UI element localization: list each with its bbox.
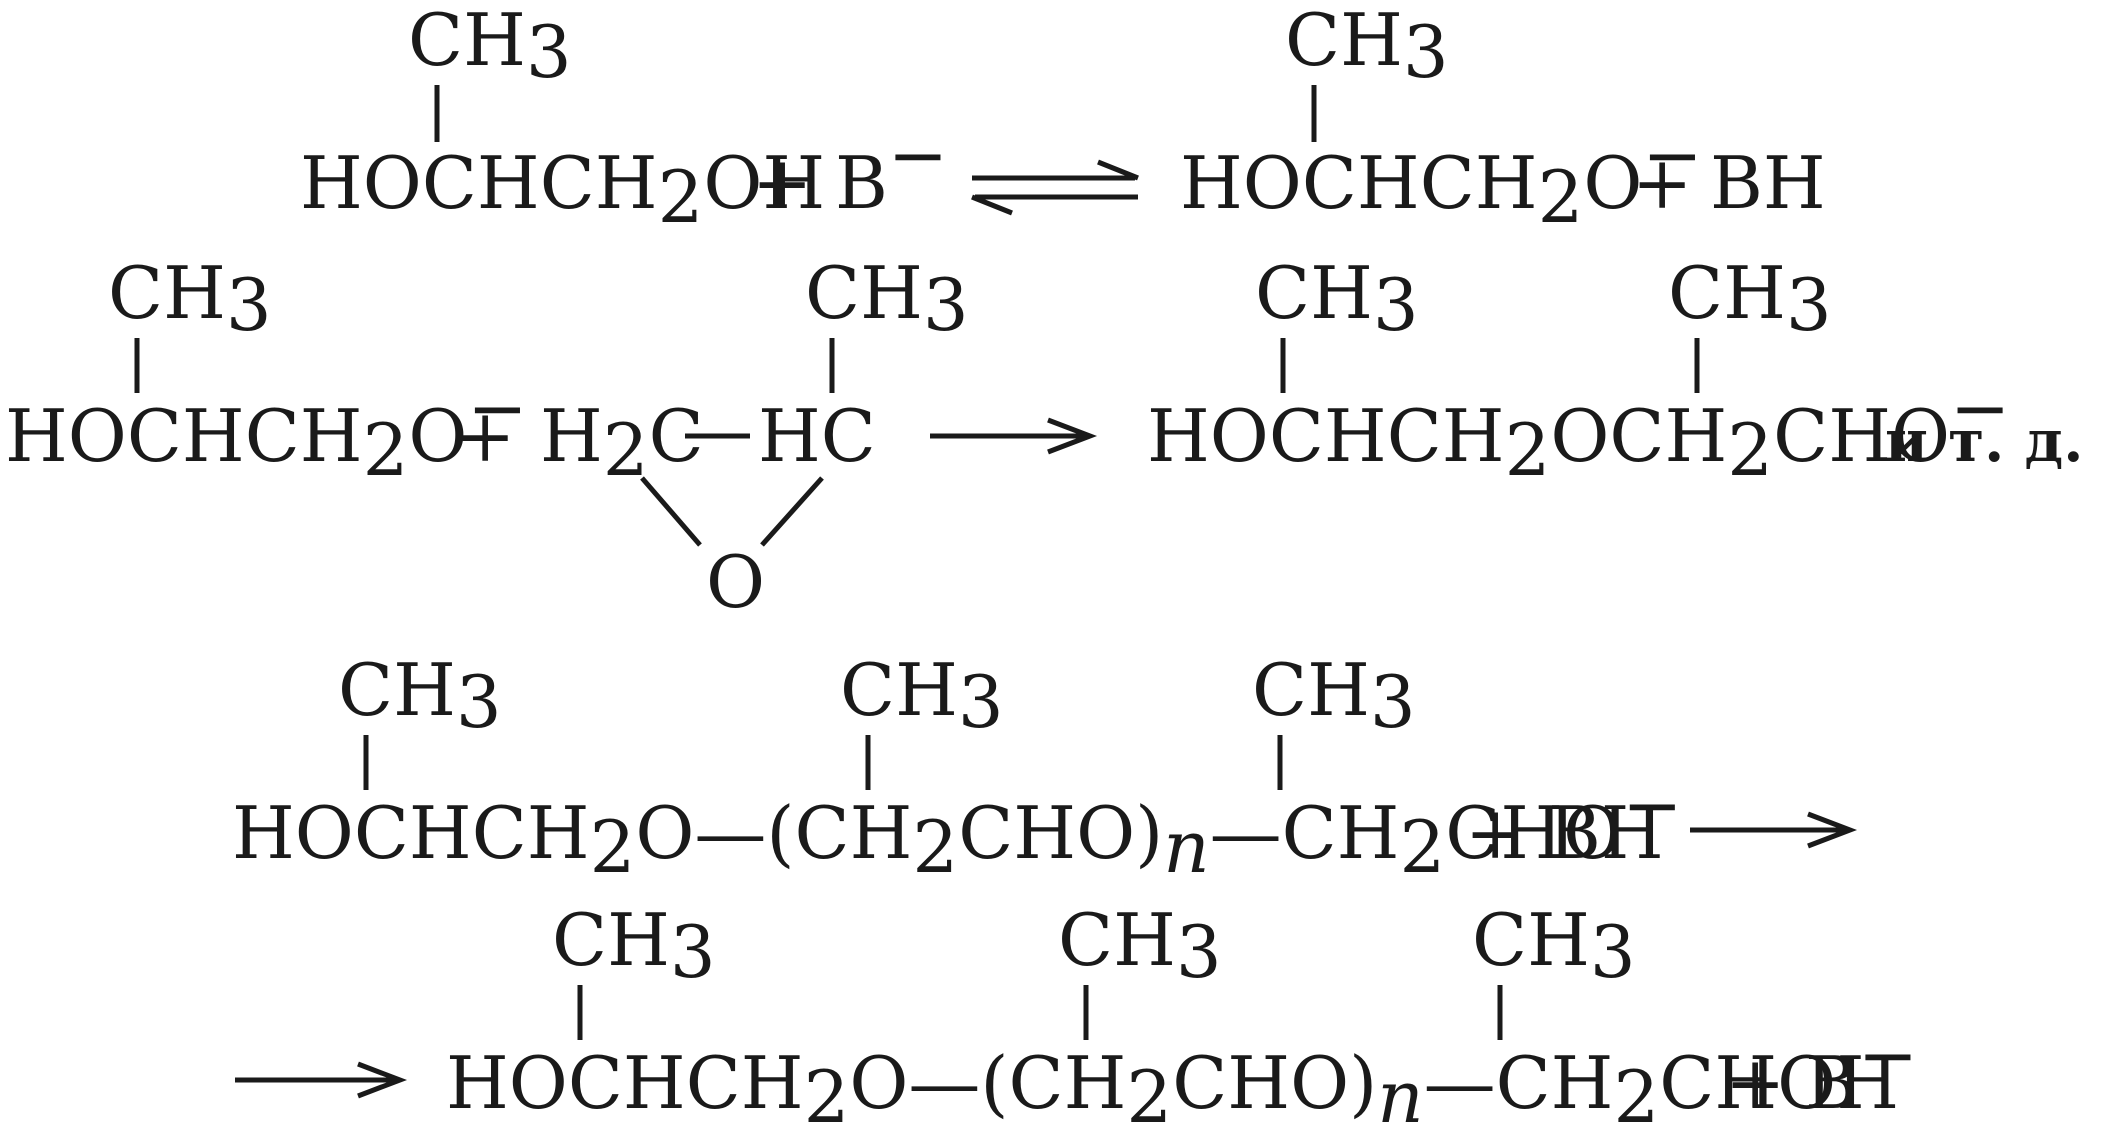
methyl-branch-label: CH3 (1058, 898, 1222, 994)
plus-sign: + (1725, 1041, 1785, 1125)
equilibrium-arrow (971, 159, 1139, 216)
epoxide-oxygen: O (706, 540, 765, 624)
reaction-1: CH3 HOCHCH2OH + B− CH3 HOCHCH2O− + BH (300, 0, 1826, 239)
formula-text: HOCHCH2OH (300, 141, 825, 239)
methyl-branch-label: CH3 (840, 648, 1004, 744)
formula-text: HOCHCH2O—(CH2CHO)n—CH2CHOH (446, 1041, 1899, 1131)
formula-text: HOCHCH2O− (1180, 113, 1703, 239)
reaction-2: CH3 HOCHCH2O− + H2C HC CH3 O CH3 CH3 HOC… (5, 251, 2083, 624)
byproduct-label: BH (1710, 141, 1826, 225)
formula-text: HOCHCH2O− (5, 366, 528, 492)
methyl-branch-label: CH3 (805, 251, 969, 347)
epoxide-ch: HC (758, 394, 876, 478)
epoxide-ch2: H2C (540, 394, 704, 492)
methyl-branch-label: CH3 (1668, 251, 1832, 347)
base-label: B− (1805, 1013, 1918, 1125)
base-label: B− (835, 113, 948, 225)
formula-text: HOCHCH2O—(CH2CHO)n—CH2CHO− (232, 763, 1683, 889)
ring-bond-co-right (760, 476, 824, 547)
methyl-branch-label: CH3 (1252, 648, 1416, 744)
methyl-branch-label: CH3 (108, 251, 272, 347)
methyl-branch-label: CH3 (408, 0, 572, 94)
formula-text: HOCHCH2OCH2CHO− (1147, 366, 2010, 492)
epoxide-propylene-oxide: H2C HC CH3 O (540, 251, 969, 624)
product-polymer-diol: CH3 CH3 CH3 HOCHCH2O—(CH2CHO)n—CH2CHOH (446, 898, 1899, 1131)
ring-bond-co-left (640, 476, 702, 547)
plus-sign: + (455, 394, 515, 478)
reaction-4: CH3 CH3 CH3 HOCHCH2O—(CH2CHO)n—CH2CHOH +… (235, 898, 1918, 1131)
leading-arrow (235, 1061, 408, 1099)
forward-arrow (930, 417, 1098, 455)
reactant-alkoxide: CH3 HOCHCH2O− (5, 251, 528, 492)
plus-sign: + (1465, 791, 1525, 875)
methyl-branch-label: CH3 (1255, 251, 1419, 347)
reagent-label: BH (1548, 791, 1664, 875)
product-alkoxide: CH3 HOCHCH2O− (1180, 0, 1703, 239)
reactant-polymer-alkoxide: CH3 CH3 CH3 HOCHCH2O—(CH2CHO)n—CH2CHO− (232, 648, 1683, 889)
plus-sign: + (1632, 141, 1692, 225)
methyl-branch-label: CH3 (338, 648, 502, 744)
forward-arrow (1690, 811, 1858, 849)
methyl-branch-label: CH3 (1472, 898, 1636, 994)
etc-label: и т. д. (1885, 407, 2083, 475)
plus-sign: + (752, 141, 812, 225)
reactant-propylene-glycol: CH3 HOCHCH2OH (300, 0, 825, 239)
methyl-branch-label: CH3 (1285, 0, 1449, 94)
methyl-branch-label: CH3 (552, 898, 716, 994)
reaction-3: CH3 CH3 CH3 HOCHCH2O—(CH2CHO)n—CH2CHO− +… (232, 648, 1858, 889)
product-dimer-alkoxide: CH3 CH3 HOCHCH2OCH2CHO− (1147, 251, 2010, 492)
